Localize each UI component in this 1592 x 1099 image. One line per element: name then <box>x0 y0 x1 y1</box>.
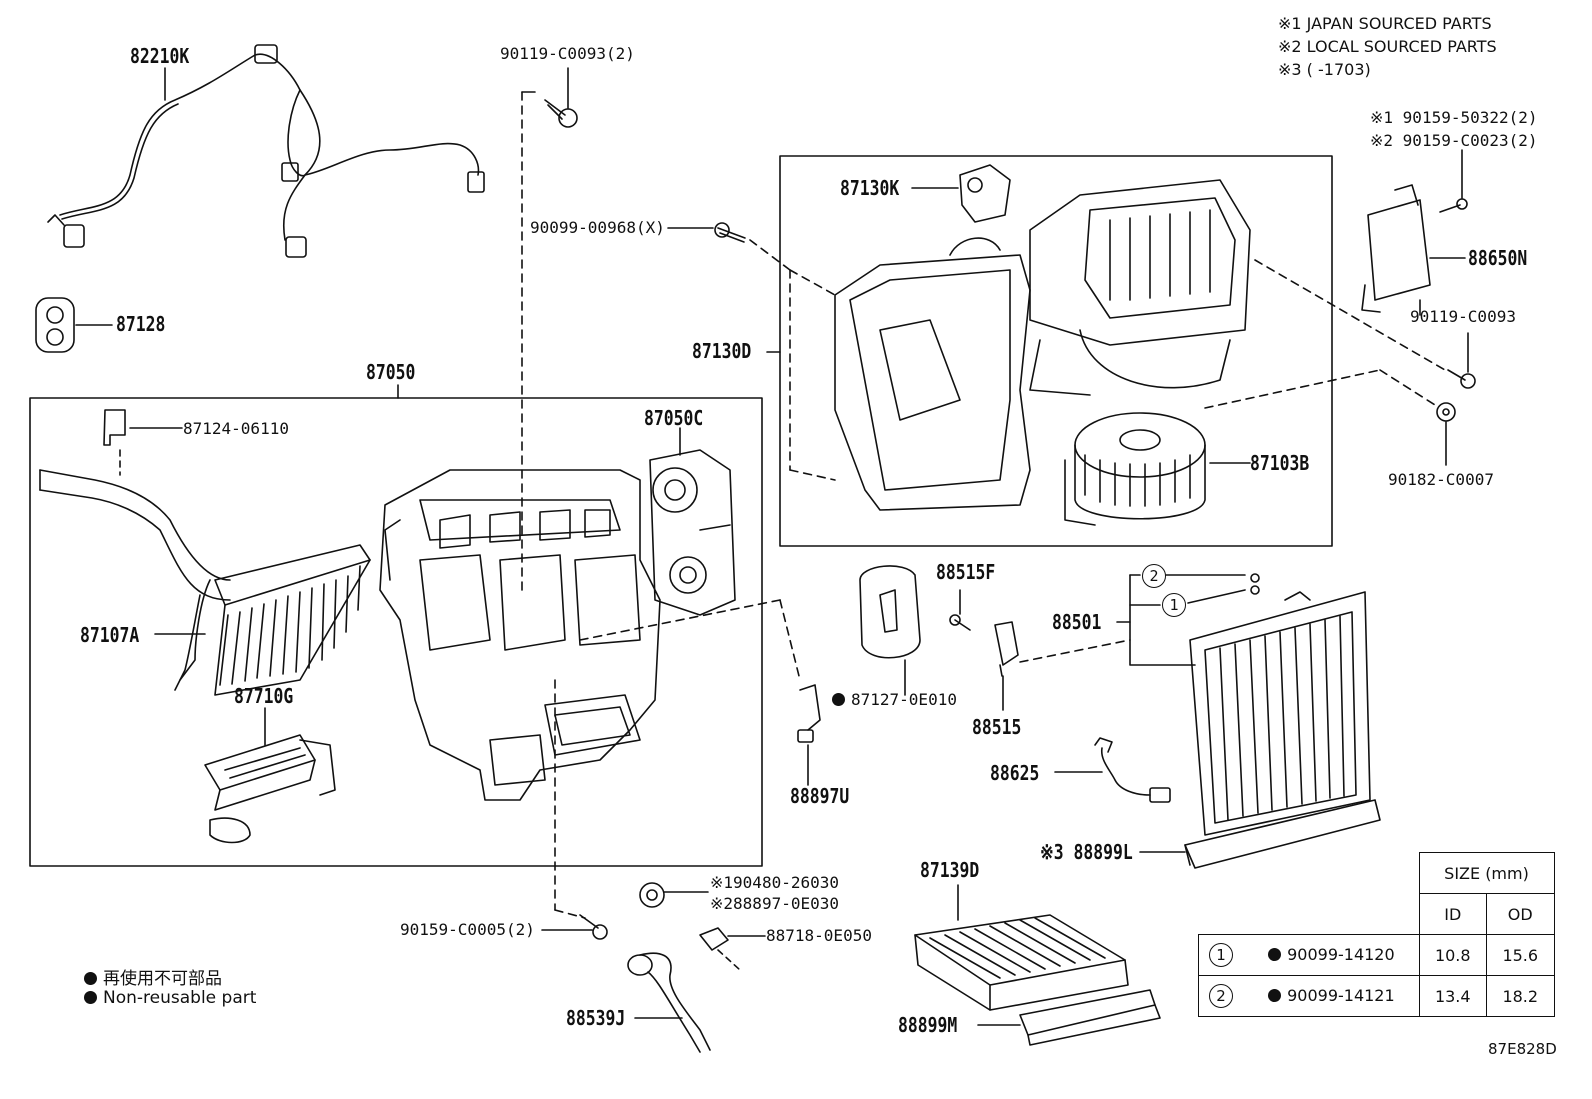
part-label-88899m[interactable]: 88899M <box>898 1013 958 1037</box>
table-row[interactable]: 1 90099-14120 10.8 15.6 <box>1198 934 1555 976</box>
non-reusable-bullet-icon <box>1268 989 1282 1002</box>
circle-number: 2 <box>1209 984 1233 1008</box>
callout-circle-1: 1 <box>1162 593 1186 617</box>
empty-cell <box>1198 893 1420 935</box>
part-label-87139d[interactable]: 87139D <box>920 858 980 882</box>
heater-core-drawing <box>204 707 336 844</box>
part-label-88899l[interactable]: ※3 88899L <box>1040 840 1133 864</box>
od-cell: 15.6 <box>1486 934 1555 976</box>
part-number: 90099-14120 <box>1287 945 1395 964</box>
motor-actuator-drawing <box>649 427 736 616</box>
condenser-drawing <box>1189 591 1371 836</box>
grommet-90480-drawing <box>639 882 709 908</box>
sensor-drawing <box>797 684 821 786</box>
diagram-code: 87E828D <box>1488 1040 1557 1058</box>
part-label-87128[interactable]: 87128 <box>116 312 166 336</box>
evaporator-drawing <box>39 469 371 696</box>
part-label-90159-50322[interactable]: ※1 90159-50322(2) <box>1370 108 1538 127</box>
od-cell: 18.2 <box>1486 975 1555 1017</box>
legend-english: Non-reusable part <box>84 988 256 1008</box>
blower-fan-drawing <box>1074 412 1251 520</box>
servo-drawing <box>911 164 1011 223</box>
part-label-88650n[interactable]: 88650N <box>1468 246 1528 270</box>
part-label-90119-c0093-2[interactable]: 90119-C0093(2) <box>500 44 635 63</box>
part-label-87050c[interactable]: 87050C <box>644 406 704 430</box>
part-label-87050[interactable]: 87050 <box>366 360 416 384</box>
col-od-header: OD <box>1486 893 1555 935</box>
part-label-88515[interactable]: 88515 <box>972 715 1022 739</box>
part-label-88718-0e050[interactable]: 88718-0E050 <box>766 926 872 945</box>
col-id-header: ID <box>1418 893 1487 935</box>
bullet-icon <box>84 991 97 1004</box>
part-label-82210k[interactable]: 82210K <box>130 44 190 68</box>
bolt-drawing <box>544 67 578 128</box>
part-label-90159-c0005[interactable]: 90159-C0005(2) <box>400 920 535 939</box>
part-label-88515f[interactable]: 88515F <box>936 560 996 584</box>
legend-japanese: 再使用不可部品 <box>84 964 222 989</box>
size-table: SIZE (mm) ID OD 1 90099-14120 10.8 15.6 … <box>1198 852 1555 1017</box>
clip-drawing <box>103 409 183 476</box>
blower-case-drawing <box>789 179 1251 526</box>
part-label-90099-00968[interactable]: 90099-00968(X) <box>530 218 665 237</box>
part-label-87103b[interactable]: 87103B <box>1250 451 1310 475</box>
part-label-90182-c0007[interactable]: 90182-C0007 <box>1388 470 1494 489</box>
part-label-87710g[interactable]: 87710G <box>234 684 294 708</box>
sensor-88515-drawing <box>949 589 1131 711</box>
screw-drawing <box>667 222 791 271</box>
size-table-header-row: SIZE (mm) <box>1199 852 1555 894</box>
part-label-87107a[interactable]: 87107A <box>80 623 140 647</box>
empty-cell <box>1199 853 1420 894</box>
part-number: 87127-0E010 <box>851 690 957 709</box>
callout-circle-2: 2 <box>1142 564 1166 588</box>
condenser-bracket <box>1116 573 1260 666</box>
filter-cover-drawing <box>859 565 921 696</box>
ecu-drawing <box>1254 149 1468 371</box>
circle-number: 1 <box>1209 943 1233 967</box>
note-date-range: ※3 ( -1703) <box>1278 60 1371 79</box>
non-reusable-bullet-icon <box>832 693 845 706</box>
bullet-icon <box>84 972 97 985</box>
grommet-drawing <box>35 297 113 353</box>
bolt-90159-drawing <box>541 914 608 940</box>
wire-88625-drawing <box>1054 737 1171 803</box>
part-label-90480-26030[interactable]: ※190480-26030 <box>710 873 839 892</box>
part-label-87130d[interactable]: 87130D <box>692 339 752 363</box>
part-label-88501[interactable]: 88501 <box>1052 610 1102 634</box>
note-local-sourced: ※2 LOCAL SOURCED PARTS <box>1278 37 1497 56</box>
size-header: SIZE (mm) <box>1418 852 1555 894</box>
part-label-87130k[interactable]: 87130K <box>840 176 900 200</box>
legend-text: 再使用不可部品 <box>103 969 222 989</box>
cabin-filter-drawing <box>914 884 1129 1011</box>
part-label-90119-c0093[interactable]: 90119-C0093 <box>1410 307 1516 326</box>
hvac-unit-drawing <box>379 469 661 801</box>
legend-text: Non-reusable part <box>103 988 257 1008</box>
part-label-87124-06110[interactable]: 87124-06110 <box>183 419 289 438</box>
size-table-subheader-row: ID OD <box>1198 893 1555 935</box>
part-label-88539j[interactable]: 88539J <box>566 1006 626 1030</box>
circle-number: 2 <box>1142 564 1166 588</box>
circle-number: 1 <box>1162 593 1186 617</box>
wire-harness-drawing <box>47 44 485 258</box>
id-cell: 13.4 <box>1418 975 1487 1017</box>
part-label-87127-0e010[interactable]: 87127-0E010 <box>832 690 957 710</box>
part-cell: 2 90099-14121 <box>1198 975 1420 1017</box>
hose-drawing <box>627 952 711 1053</box>
bracket-88899m-drawing <box>977 989 1161 1046</box>
part-label-90159-c0023[interactable]: ※2 90159-C0023(2) <box>1370 131 1538 150</box>
part-label-88897u[interactable]: 88897U <box>790 784 850 808</box>
receiver-drawing <box>1139 799 1381 869</box>
part-label-88897-0e030[interactable]: ※288897-0E030 <box>710 894 839 913</box>
note-japan-sourced: ※1 JAPAN SOURCED PARTS <box>1278 14 1492 33</box>
part-label-88625[interactable]: 88625 <box>990 761 1040 785</box>
clip-88718-drawing <box>699 927 766 971</box>
bolt-nut-drawing <box>1204 332 1476 466</box>
id-cell: 10.8 <box>1418 934 1487 976</box>
non-reusable-bullet-icon <box>1268 948 1282 961</box>
part-cell: 1 90099-14120 <box>1198 934 1420 976</box>
part-number: 90099-14121 <box>1287 986 1395 1005</box>
table-row[interactable]: 2 90099-14121 13.4 18.2 <box>1198 975 1555 1017</box>
